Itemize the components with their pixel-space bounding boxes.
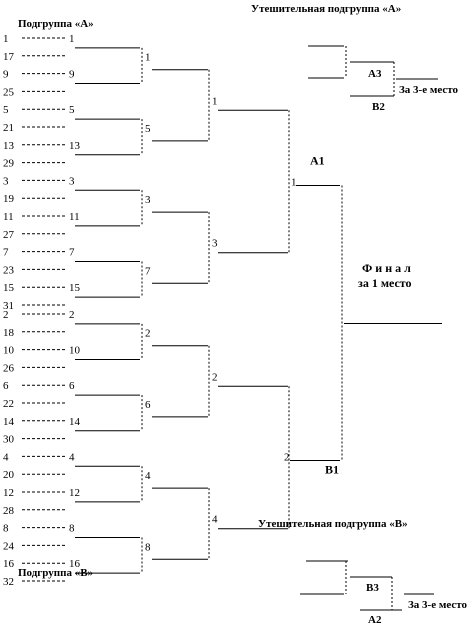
group-b-seed: 14	[3, 416, 15, 428]
group-a-r1-winner: 7	[69, 247, 75, 259]
group-b-r2-winner: 2	[145, 328, 151, 340]
group-a-seed: 29	[3, 158, 15, 170]
group-a-r2-winner: 1	[145, 52, 151, 64]
group-a-seed: 23	[3, 264, 15, 276]
group-a-seed: 7	[3, 247, 9, 259]
group-b-seed: 10	[3, 345, 15, 357]
group-a-seed: 21	[3, 122, 14, 134]
final-subtitle: за 1 место	[358, 276, 412, 290]
group-b-seed: 20	[3, 469, 15, 481]
group-b-seed: 32	[3, 576, 14, 588]
final-title: Ф и н а л	[362, 261, 411, 275]
group-a-r1-winner: 11	[69, 211, 80, 223]
group-a-seed: 25	[3, 86, 15, 98]
group-b-r2-winner: 4	[145, 470, 151, 482]
group-a-seed: 27	[3, 229, 15, 241]
group-a-r1-winner: 3	[69, 175, 75, 187]
group-b-r1-winner: 6	[69, 380, 75, 392]
group-b-r1-winner: 2	[69, 309, 75, 321]
semi-a-label: А1	[310, 154, 325, 168]
group-b-seed: 12	[3, 487, 14, 499]
group-a-heading: Подгруппа «А»	[18, 18, 94, 30]
group-b-seed: 26	[3, 362, 15, 374]
group-b-r2-winner: 6	[145, 399, 151, 411]
group-b-seed: 16	[3, 558, 15, 570]
third-place-b: За 3-е место	[408, 599, 468, 611]
group-b-seed: 22	[3, 398, 14, 410]
group-a-seed: 19	[3, 193, 15, 205]
group-a-r3-winner: 3	[212, 238, 218, 250]
group-b-seed: 4	[3, 451, 9, 463]
group-a-seed: 15	[3, 282, 15, 294]
group-a-seed: 17	[3, 51, 15, 63]
group-b-seed: 8	[3, 523, 9, 535]
group-a-seed: 3	[3, 175, 9, 187]
group-b-seed: 2	[3, 309, 9, 321]
cons-a-label: В2	[372, 101, 385, 113]
group-b-r1-winner: 4	[69, 451, 75, 463]
group-b-seed: 18	[3, 327, 15, 339]
cons-b-label: В3	[366, 582, 379, 594]
third-place-a: За 3-е место	[399, 84, 459, 96]
group-b-seed: 28	[3, 505, 15, 517]
group-a-r2-winner: 7	[145, 265, 151, 277]
cons-b-label: А2	[368, 614, 382, 626]
group-a-seed: 1	[3, 33, 9, 45]
group-a-r1-winner: 5	[69, 104, 75, 116]
group-a-seed: 13	[3, 140, 15, 152]
group-b-r3-winner: 4	[212, 514, 218, 526]
semi-a-winner: 1	[291, 177, 297, 189]
group-b-r2-winner: 8	[145, 541, 151, 553]
semi-b-winner: 2	[284, 452, 290, 464]
group-a-seed: 31	[3, 300, 14, 312]
group-a-seed: 9	[3, 69, 9, 81]
group-b-r3-winner: 2	[212, 371, 218, 383]
group-b-seed: 24	[3, 540, 15, 552]
cons-a-label: А3	[368, 68, 382, 80]
consolation-a-heading: Утешительная подгруппа «А»	[251, 3, 401, 15]
group-a-r1-winner: 15	[69, 282, 81, 294]
group-b-r1-winner: 14	[69, 416, 81, 428]
group-b-seed: 30	[3, 434, 15, 446]
group-a-r1-winner: 9	[69, 69, 75, 81]
group-b-r1-winner: 8	[69, 523, 75, 535]
semi-b-label: В1	[325, 463, 339, 477]
group-a-seed: 5	[3, 104, 9, 116]
group-b-seed: 6	[3, 380, 9, 392]
group-a-r3-winner: 1	[212, 95, 218, 107]
group-b-r1-winner: 12	[69, 487, 80, 499]
group-a-r2-winner: 3	[145, 194, 151, 206]
group-b-r1-winner: 10	[69, 345, 81, 357]
group-a-seed: 11	[3, 211, 14, 223]
group-b-heading: Подгруппа «В»	[18, 567, 93, 579]
group-a-r1-winner: 1	[69, 33, 75, 45]
group-a-r2-winner: 5	[145, 123, 151, 135]
group-a-r1-winner: 13	[69, 140, 81, 152]
consolation-b-heading: Утешительная подгруппа «В»	[258, 518, 408, 530]
group-b-r1-winner: 16	[69, 558, 81, 570]
